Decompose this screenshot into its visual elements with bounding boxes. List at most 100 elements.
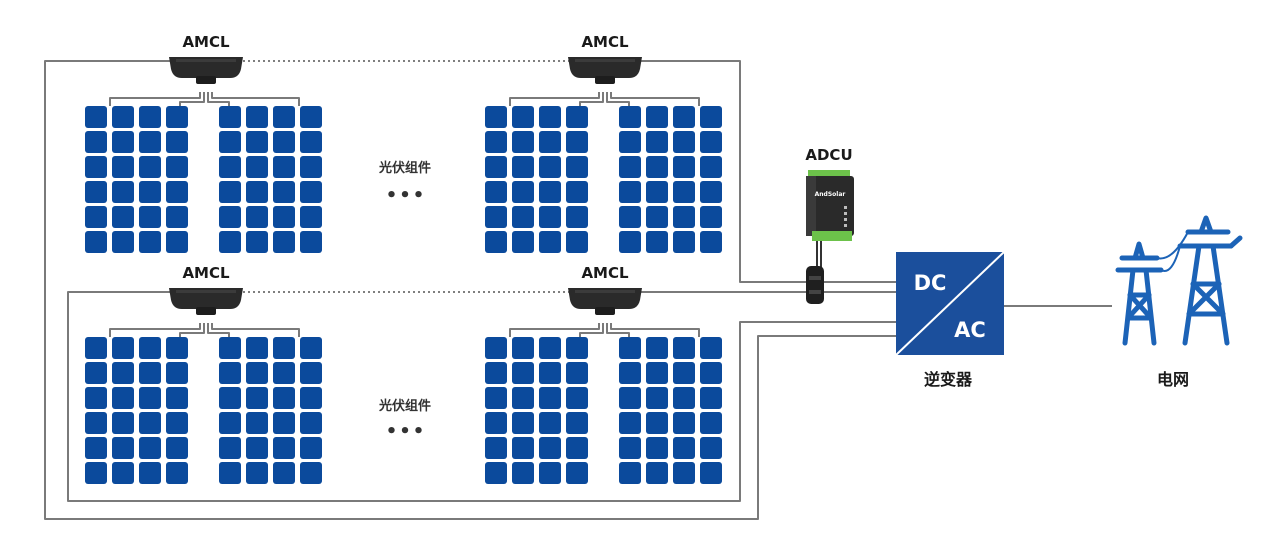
pv-cell [700, 437, 722, 459]
pv-cell [166, 156, 188, 178]
amcl-label-top-right: AMCL [581, 33, 629, 51]
pv-cell [139, 206, 161, 228]
pv-cell [673, 437, 695, 459]
pv-cell [619, 337, 641, 359]
pv-cell [246, 462, 268, 484]
pv-cell [85, 437, 107, 459]
pv-cell [539, 231, 561, 253]
power-tower-icon [1115, 215, 1243, 346]
pv-cell [219, 106, 241, 128]
pv-cell [619, 181, 641, 203]
pv-cell [512, 106, 534, 128]
pv-cell [246, 231, 268, 253]
pv-cell [539, 437, 561, 459]
grid-label: 电网 [1156, 370, 1190, 389]
pv-cell [273, 131, 295, 153]
tower-left-xbrace [1125, 292, 1154, 321]
amcl-body [169, 57, 243, 78]
pv-cell [112, 362, 134, 384]
pv-cell [112, 412, 134, 434]
pv-cell [219, 206, 241, 228]
pv-panel [219, 337, 322, 484]
cable-clip-icon [806, 266, 824, 304]
pv-cell [85, 412, 107, 434]
amcl-label-top-left: AMCL [182, 33, 230, 51]
pv-cell [619, 156, 641, 178]
pv-cell [700, 156, 722, 178]
pv-cell [273, 362, 295, 384]
amcl-connector [595, 307, 615, 315]
pv-cell [485, 387, 507, 409]
pv-cell [273, 437, 295, 459]
pv-cell [85, 462, 107, 484]
pv-cell [246, 362, 268, 384]
pv-cell [300, 412, 322, 434]
pv-cell [219, 412, 241, 434]
pv-cell [273, 181, 295, 203]
pv-cell [85, 181, 107, 203]
tower-right-xbrace [1186, 281, 1226, 317]
pv-cell [673, 131, 695, 153]
pv-cell [700, 181, 722, 203]
pv-cell [166, 131, 188, 153]
lead-wire [207, 323, 230, 337]
pv-cell [673, 156, 695, 178]
pv-cell [619, 131, 641, 153]
pv-modules-label-top: 光伏组件 [378, 161, 432, 176]
pv-cell [619, 387, 641, 409]
tower-right-braces [1186, 281, 1226, 317]
pv-cell [219, 362, 241, 384]
ellipsis-top: ••• [385, 185, 427, 206]
inverter-divider [895, 251, 1005, 356]
pv-cell [85, 387, 107, 409]
pv-cell [646, 462, 668, 484]
cable-clip-groove [809, 290, 821, 294]
pv-cell [646, 387, 668, 409]
pv-cell [112, 156, 134, 178]
adcu-side [806, 176, 816, 236]
pv-cell [300, 206, 322, 228]
amcl-ridge [176, 290, 236, 293]
pv-cell [539, 362, 561, 384]
pv-cell [646, 131, 668, 153]
pv-cell [700, 231, 722, 253]
pv-cell [539, 156, 561, 178]
adcu-led [844, 224, 847, 227]
pv-cell [512, 462, 534, 484]
pv-cell [300, 231, 322, 253]
amcl-body [568, 57, 642, 78]
pv-cell [700, 106, 722, 128]
pv-cell [646, 412, 668, 434]
pv-cell [485, 206, 507, 228]
pv-cell [273, 387, 295, 409]
inverter-ac-text: AC [954, 318, 986, 342]
pv-cell [619, 106, 641, 128]
pv-cell [512, 206, 534, 228]
pv-cell [646, 362, 668, 384]
pv-cell [139, 181, 161, 203]
amcl-box-icon [169, 288, 243, 315]
pv-cell [700, 337, 722, 359]
amcl-body [568, 288, 642, 309]
lead-wire [211, 92, 300, 106]
lead-wire [179, 323, 205, 337]
pv-cell [646, 181, 668, 203]
pv-cell [273, 412, 295, 434]
pv-cell [85, 206, 107, 228]
string-wire-outer [44, 60, 896, 520]
pv-cell [673, 387, 695, 409]
amcl-label-bottom-right: AMCL [581, 264, 629, 282]
pv-cell [300, 462, 322, 484]
pv-cell [619, 206, 641, 228]
tower-conductor [1160, 245, 1181, 272]
pv-cell [619, 437, 641, 459]
adcu-led [844, 206, 847, 209]
pv-cell [166, 437, 188, 459]
pv-cell [300, 131, 322, 153]
tower-right-top [1198, 215, 1214, 235]
pv-cell [700, 131, 722, 153]
pv-cell [219, 231, 241, 253]
amcl-connector [595, 76, 615, 84]
pv-cell [112, 337, 134, 359]
pv-cell [166, 181, 188, 203]
